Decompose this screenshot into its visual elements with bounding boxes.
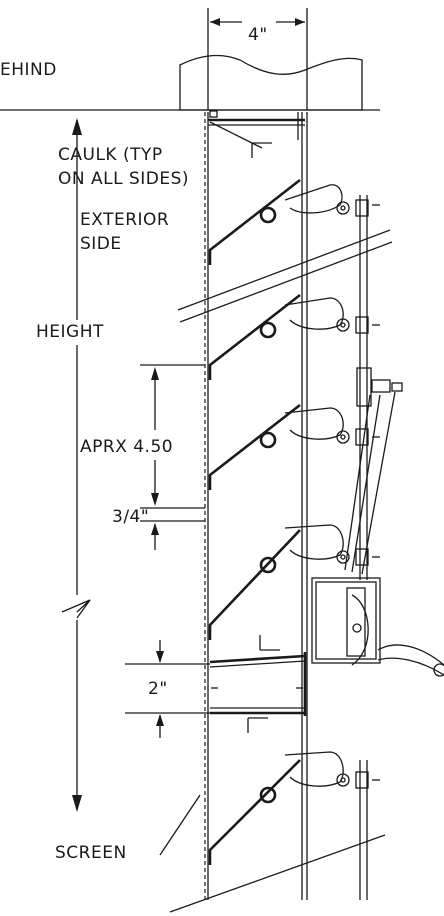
three-quarter-dimension <box>140 520 205 550</box>
linkage-rods <box>359 195 380 900</box>
sill-channel <box>209 635 307 733</box>
louver-blades <box>208 178 369 865</box>
screen-label: SCREEN <box>55 843 127 863</box>
caulk-label-line2: ON ALL SIDES) <box>58 169 189 189</box>
wall-section-top <box>0 54 380 111</box>
caulk-marker <box>209 110 263 149</box>
blade <box>208 403 369 490</box>
exterior-label-line2: SIDE <box>80 234 122 254</box>
height-dimension <box>61 118 91 812</box>
blade <box>208 178 369 265</box>
dimension-4in-label: 4" <box>248 25 268 45</box>
three-quarter-label: 3/4" <box>112 507 149 527</box>
two-inch-dimension <box>125 640 210 738</box>
break-lines <box>169 229 393 913</box>
actuator <box>344 367 403 575</box>
two-inch-label: 2" <box>148 679 168 699</box>
caulk-label-line1: CAULK (TYP <box>58 145 163 165</box>
blade <box>208 524 369 640</box>
height-label: HEIGHT <box>36 322 104 342</box>
blade <box>208 751 369 865</box>
aprx-label: APRX 4.50 <box>80 437 173 457</box>
exterior-label-line1: EXTERIOR <box>80 210 169 230</box>
aprx-dimension <box>140 364 205 509</box>
motor-box <box>311 577 444 677</box>
screen-leader <box>159 794 201 856</box>
blade <box>208 293 369 380</box>
behind-label: EHIND <box>0 60 57 80</box>
louver-frame <box>204 112 308 900</box>
dimension-4in <box>207 8 308 110</box>
